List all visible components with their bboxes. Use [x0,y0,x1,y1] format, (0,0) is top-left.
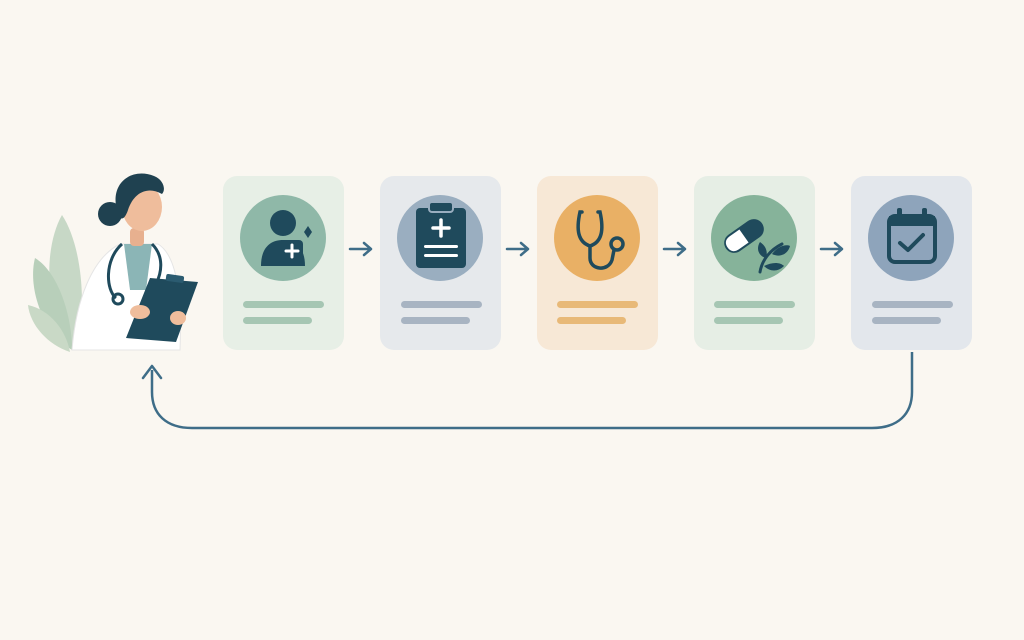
step-card-medical-record [380,176,501,350]
stethoscope-icon [576,210,625,270]
calendar-check-icon [887,208,937,264]
doctor-figure [71,173,198,351]
plant-leaves-icon [28,215,82,352]
patient-plus-icon [261,210,312,266]
clipboard-icon [126,274,198,342]
pill-leaf-icon [724,219,790,274]
flow-arrow [505,241,530,257]
loop-back-arrow [141,352,914,430]
step-card-prescription [694,176,815,350]
flow-arrow [819,241,844,257]
step-card-follow-up [851,176,972,350]
step-card-patient-intake [223,176,344,350]
clipboard-medical-icon [416,201,466,268]
flow-arrow [662,241,687,257]
step-card-examination [537,176,658,350]
flow-arrow [348,241,373,257]
